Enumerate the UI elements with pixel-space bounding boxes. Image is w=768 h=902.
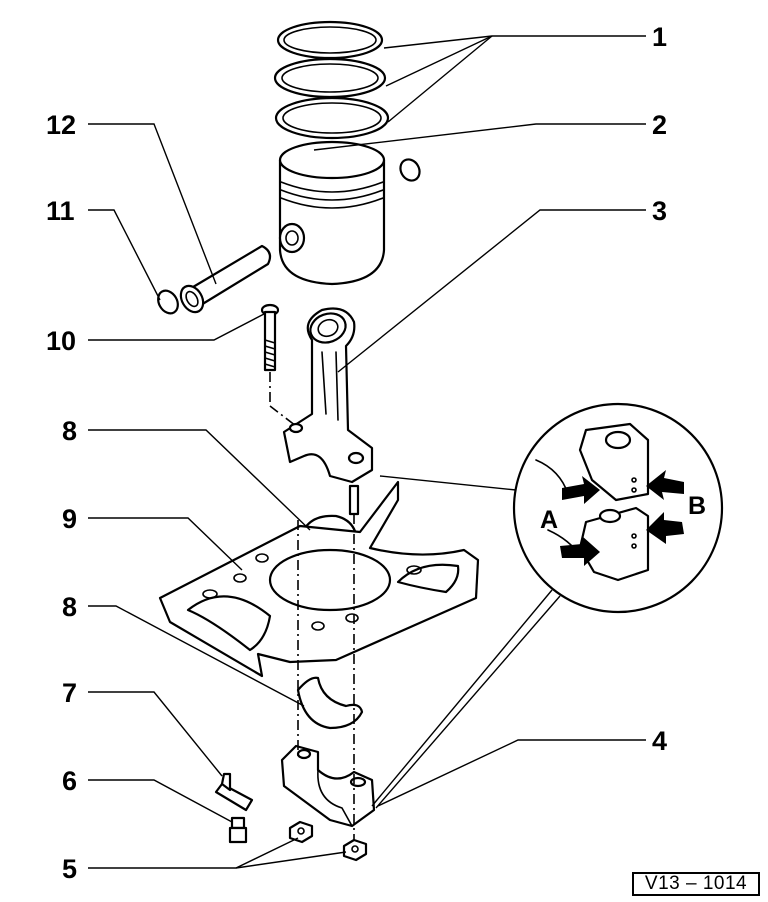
connecting-rod [282, 307, 374, 516]
callout-2: 2 [652, 110, 667, 140]
arrow-b-upper [646, 470, 684, 500]
spray-jet-bolt [228, 816, 248, 844]
circlip-left [157, 289, 179, 315]
arrow-a-lower [560, 536, 600, 566]
callout-7: 7 [62, 678, 77, 708]
callout-6: 6 [62, 766, 77, 796]
callout-11: 11 [46, 196, 75, 226]
callout-3: 3 [652, 196, 667, 226]
detail-view: A B [512, 402, 724, 614]
circlip-right [399, 158, 421, 182]
bearing-shell-lower [296, 676, 364, 730]
detail-label-b: B [688, 492, 706, 520]
callout-1: 1 [652, 22, 667, 52]
assembly-axis-lines [269, 372, 355, 840]
piston-rings [273, 20, 390, 140]
figure-reference: V13 – 1014 [632, 872, 760, 896]
spray-jet-bracket [214, 772, 254, 812]
callout-12: 12 [46, 110, 76, 140]
leader-lines [88, 35, 646, 869]
conrod-bolt [260, 303, 280, 372]
callout-4: 4 [652, 726, 667, 756]
callout-5: 5 [62, 854, 77, 884]
callout-8-upper: 8 [62, 416, 77, 446]
crankcase-section [158, 480, 480, 678]
detail-label-a: A [540, 506, 558, 534]
callout-8-lower: 8 [62, 592, 77, 622]
piston [278, 140, 386, 286]
detail-connector-1 [371, 589, 553, 807]
callout-9: 9 [62, 504, 77, 534]
piston-pin [179, 244, 272, 314]
arrow-b-lower [646, 512, 684, 544]
bearing-cap [280, 744, 376, 828]
detail-connector-top [379, 475, 517, 491]
detail-connector-2 [375, 595, 561, 809]
callout-10: 10 [46, 326, 76, 356]
nuts [288, 820, 368, 862]
arrow-a-upper [562, 476, 600, 504]
